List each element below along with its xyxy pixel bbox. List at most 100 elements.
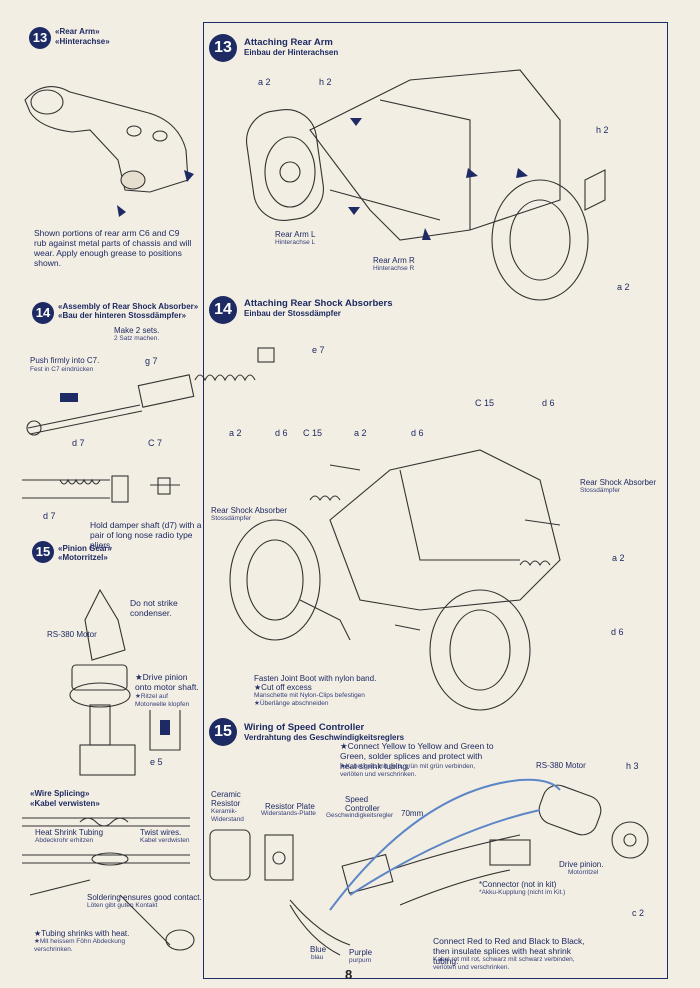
joint-boot-note-de: Manschette mit Nylon-Clips befestigen xyxy=(254,692,365,699)
part-label-a2: a 2 xyxy=(617,282,630,292)
drive-pinion-note-de: ★Ritzel auf Motorwelle klopfen xyxy=(135,693,190,708)
step-number-15: 15 xyxy=(209,718,237,746)
drive-pinion-label: Drive pinion. xyxy=(559,860,604,869)
twist-label-de: Kabel verdwisten xyxy=(140,837,190,844)
part-label-h3: h 3 xyxy=(626,761,639,771)
part-label-d6: d 6 xyxy=(411,428,424,438)
twist-label: Twist wires. xyxy=(140,828,182,837)
step-number-14: 14 xyxy=(32,302,54,324)
step-subtitle: Einbau der Hinterachsen xyxy=(244,48,339,57)
length-label: 70mm xyxy=(401,809,424,818)
heat-shrink-label-de: Abdeckrohr erhitzen xyxy=(35,837,94,844)
shock-absorber-label: Rear Shock Absorber xyxy=(580,478,657,487)
step-subtitle: Einbau der Stossdämpfer xyxy=(244,309,341,318)
rear-arm-l-label: Rear Arm L xyxy=(275,230,316,239)
page-number: 8 xyxy=(345,967,353,982)
part-label-d6: d 6 xyxy=(611,627,624,637)
hold-shaft-note: Hold damper shaft (d7) with a pair of lo… xyxy=(90,520,202,550)
step-title: Attaching Rear Arm xyxy=(244,37,333,48)
part-label-e5: e 5 xyxy=(150,757,163,767)
cut-excess-note: ★Cut off excess xyxy=(254,683,312,692)
part-label-h2: h 2 xyxy=(319,77,332,87)
motor-label: RS-380 Motor xyxy=(536,761,586,770)
step-title: Attaching Rear Shock Absorbers xyxy=(244,298,393,309)
rear-arm-assembly-drawing xyxy=(246,69,606,301)
purple-wire-label: Purple xyxy=(349,948,373,957)
part-label-c7: C 7 xyxy=(148,438,163,448)
step-title: «Assembly of Rear Shock Absorber» xyxy=(58,302,199,311)
step-title: «Pinion Gear» xyxy=(58,544,112,553)
connect-red-black-note-de: Kabel rot mit rot, schwarz mit schwarz v… xyxy=(433,956,575,971)
shock-absorber-label: Rear Shock Absorber xyxy=(211,506,288,515)
part-label-c15: C 15 xyxy=(303,428,323,438)
step-title: «Rear Arm» xyxy=(55,27,100,36)
part-label-d7: d 7 xyxy=(43,511,56,521)
damper-shaft-hold-drawing xyxy=(22,475,180,503)
shrink-note: ★Tubing shrinks with heat. xyxy=(34,929,130,938)
part-label-c2: c 2 xyxy=(632,908,645,918)
step-number-14: 14 xyxy=(209,296,237,324)
step-number-13: 13 xyxy=(29,27,51,49)
part-label-g7: g 7 xyxy=(145,356,158,366)
part-label-a2: a 2 xyxy=(258,77,271,87)
blue-wire xyxy=(329,778,561,911)
wire-splicing-title: «Wire Splicing» xyxy=(30,789,90,798)
motor-label: RS-380 Motor xyxy=(47,630,97,639)
blue-wire-label-de: blau xyxy=(311,954,324,961)
no-strike-note: Do not strike condenser. xyxy=(130,598,178,618)
shrink-note-de: ★Mit heissem Föhn Abdeckung verschrinken… xyxy=(34,938,126,953)
ceramic-resistor-label-de: Keramik-Widerstand xyxy=(211,808,244,823)
part-label-a2: a 2 xyxy=(612,553,625,563)
step-subtitle: Verdrahtung des Geschwindigkeitsreglers xyxy=(244,733,405,742)
connect-yellow-green-note: ★Connect Yellow to Yellow and Green to G… xyxy=(340,741,494,771)
wire-splicing-drawing xyxy=(22,817,195,951)
shock-absorber-label-de: Stossdämpfer xyxy=(580,487,621,494)
speed-controller-label: Speed Controller xyxy=(345,795,380,813)
connector-label-de: *Akku-Kupplung (nicht im Kit.) xyxy=(479,889,566,896)
rear-arm-part-drawing xyxy=(24,86,189,193)
part-label-d6: d 6 xyxy=(542,398,555,408)
part-label-c15: C 15 xyxy=(475,398,495,408)
shock-absorber-label-de: Stossdämpfer xyxy=(211,515,252,522)
solder-label: Soldering ensures good contact. xyxy=(87,893,202,902)
blue-wire-label: Blue xyxy=(310,945,327,954)
connect-red-black-note: Connect Red to Red and Black to Black, t… xyxy=(433,936,585,966)
grease-note: Shown portions of rear arm C6 and C9 rub… xyxy=(34,228,192,268)
pinion-gear-drawing xyxy=(69,588,181,776)
wire-splicing-subtitle: «Kabel verwisten» xyxy=(30,799,100,808)
speed-controller-wiring-drawing xyxy=(209,784,649,956)
drive-pinion-note: ★Drive pinion onto motor shaft. xyxy=(135,672,199,692)
step-number-13: 13 xyxy=(209,34,237,62)
step-subtitle: «Bau der hinteren Stossdämpfer» xyxy=(58,311,187,320)
right-panel-frame xyxy=(203,22,668,979)
step-subtitle: «Motorritzel» xyxy=(58,553,108,562)
cut-excess-note-de: ★Überlänge abschneiden xyxy=(254,700,329,707)
part-label-a2: a 2 xyxy=(229,428,242,438)
shock-mount-assembly-drawing xyxy=(229,449,561,711)
step-subtitle: «Hinterachse» xyxy=(55,37,110,46)
resistor-plate-label: Resistor Plate xyxy=(265,802,315,811)
push-label-de: Fest in C7 eindrücken xyxy=(30,366,94,373)
push-label: Push firmly into C7. xyxy=(30,356,100,365)
rear-arm-l-label-de: Hinterachse L xyxy=(275,239,316,246)
part-label-d6: d 6 xyxy=(275,428,288,438)
shock-absorber-drawing xyxy=(26,347,275,436)
ceramic-resistor-label: Ceramic Resistor xyxy=(211,790,241,808)
rear-arm-r-label: Rear Arm R xyxy=(373,256,415,265)
part-label-d7: d 7 xyxy=(72,438,85,448)
part-label-a2: a 2 xyxy=(354,428,367,438)
purple-wire-label-de: purpurn xyxy=(349,957,372,964)
speed-controller-label-de: Geschwindigkeitsregler xyxy=(326,812,394,819)
part-label-e7: e 7 xyxy=(312,345,325,355)
step-number-15: 15 xyxy=(32,541,54,563)
connect-yellow-green-note-de: ★Kabel gelb mit gelb, grün mit grün verb… xyxy=(340,763,476,778)
heat-shrink-label: Heat Shrink Tubing xyxy=(35,828,104,837)
make-sets-label-de: 2 Satz machen. xyxy=(114,335,160,342)
joint-boot-note: Fasten Joint Boot with nylon band. xyxy=(254,674,377,683)
part-label-h2: h 2 xyxy=(596,125,609,135)
connector-label: *Connector (not in kit) xyxy=(479,880,557,889)
step-title: Wiring of Speed Controller xyxy=(244,722,365,733)
solder-label-de: Löten gibt guten Kontakt xyxy=(87,902,158,909)
